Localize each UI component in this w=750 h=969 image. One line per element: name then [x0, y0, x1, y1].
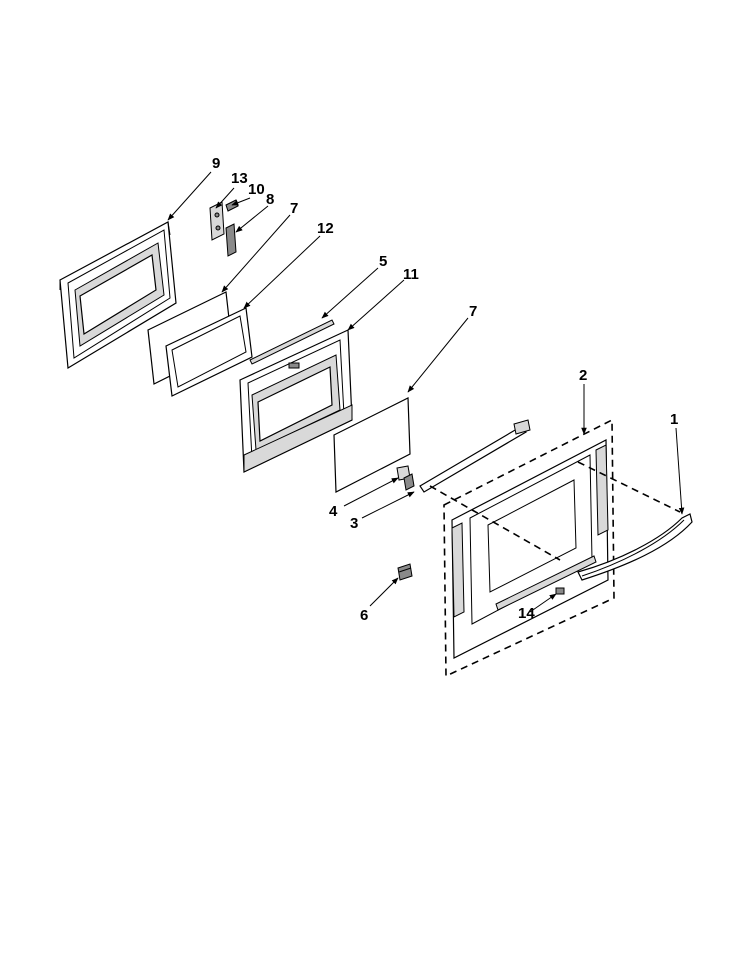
leader-7b	[407, 317, 469, 393]
leader-13	[215, 187, 235, 209]
hinge-bracket	[209, 201, 225, 241]
leader-6	[369, 577, 399, 607]
door-hinge	[225, 223, 237, 257]
outer-door-assembly	[443, 418, 615, 678]
door-frame	[239, 329, 353, 473]
leader-4	[343, 477, 399, 507]
callout-7a: 7	[290, 200, 298, 217]
callout-7b: 7	[469, 303, 477, 320]
callout-4: 4	[329, 503, 338, 520]
handle-rod	[419, 419, 531, 493]
callout-6: 6	[360, 607, 368, 624]
callout-1: 1	[670, 411, 678, 428]
leader-8	[235, 205, 269, 233]
callout-12: 12	[317, 220, 334, 237]
callout-2: 2	[579, 367, 587, 384]
hinge-screw	[225, 199, 239, 212]
callout-11: 11	[403, 266, 419, 283]
door-top-trim	[249, 319, 335, 365]
callout-10: 10	[248, 181, 265, 198]
callout-9: 9	[212, 155, 220, 172]
leader-12	[243, 235, 321, 309]
leader-14	[529, 593, 557, 613]
callout-5: 5	[379, 253, 387, 270]
leader-11	[347, 279, 405, 331]
inner-door-liner	[59, 221, 177, 370]
leader-9	[167, 171, 212, 221]
door-handle	[577, 513, 693, 581]
callout-labels: 9 13 10 8 7 12 5 11 7 2 1 4 3 6 14	[212, 155, 678, 624]
leader-10	[231, 197, 251, 206]
outer-glass-panel	[333, 397, 411, 493]
leader-1	[675, 427, 685, 515]
leader-3	[361, 491, 415, 519]
callout-13: 13	[231, 170, 248, 187]
callout-3: 3	[350, 515, 358, 532]
screw	[397, 563, 413, 581]
callout-8: 8	[266, 191, 274, 208]
leader-5	[321, 267, 379, 319]
leader-lines	[167, 171, 685, 613]
leader-7a	[221, 214, 291, 293]
handle-standoff	[396, 465, 415, 491]
glass-gasket	[165, 307, 253, 397]
projection-lines	[429, 461, 681, 561]
callout-14: 14	[518, 605, 535, 622]
